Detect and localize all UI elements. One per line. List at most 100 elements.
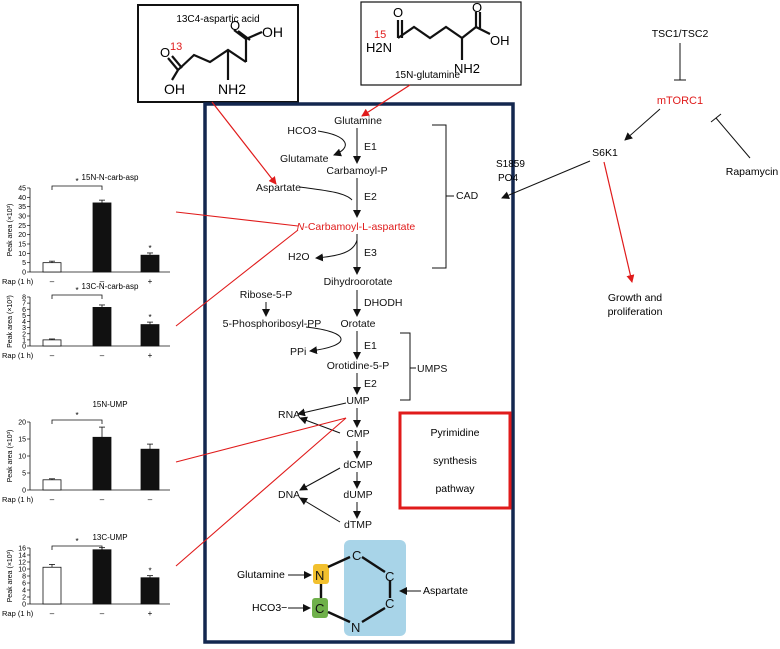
pathway-labels: Glutamine HCO3 E1 Glutamate Carbamoyl-P … [223,115,479,531]
y-tick-label: 6 [22,581,26,588]
bar [92,549,112,605]
y-tick-label: 15 [18,242,26,249]
y-tick-label: 4 [22,588,26,595]
category-label: – [100,495,105,504]
significance-bracket [51,185,103,190]
ring-glutamine-label: Glutamine [237,569,285,581]
y-tick-label: 20 [18,232,26,239]
dtmp-node: dTMP [344,519,372,531]
y-tick-label: 5 [22,313,26,320]
chart-title: 15N-N-carb-asp [82,173,139,182]
dihydroorotate-node: Dihydroorotate [324,276,393,288]
pathway-frame [203,102,515,644]
category-label: – [50,609,55,618]
h2o-node: H2O [288,251,310,263]
glutamine-oh: OH [490,33,510,48]
y-tick-label: 2 [22,595,26,602]
y-tick-label: 5 [22,260,26,267]
row-label: Rap (1 h) [2,351,34,360]
dcmp-node: dCMP [343,459,372,471]
rna-node: RNA [278,409,300,421]
glutamine-highlight [313,564,329,584]
glutamine-node: Glutamine [334,115,382,127]
n-italic: N [297,221,305,233]
category-label: + [148,609,153,618]
y-tick-label: 4 [22,319,26,326]
pyrimidine-ring: N C C C N C Glutamine HCO3− Aspartate [237,540,468,636]
mtorc1-label: mTORC1 [657,95,703,107]
glutamine-nh2: NH2 [454,61,480,76]
ring-atom-c4: C [315,601,324,616]
isotope-15-label: 15 [374,29,386,41]
growth-label-2: proliferation [608,306,663,318]
e3-enzyme: E3 [364,247,377,259]
tsc-label: TSC1/TSC2 [652,28,709,40]
rapamycin-label: Rapamycin [726,166,779,178]
aspartic-oh-right: OH [262,24,283,40]
umps-label: UMPS [417,363,447,375]
glutamine-o-left: O [393,5,403,20]
row-label: Rap (1 h) [2,495,34,504]
pyrimidine-pathway-box: Pyrimidine synthesis pathway [398,411,512,510]
row-label: Rap (1 h) [2,277,34,286]
n-carbamoyl-rest: -Carbamoyl-L-aspartate [304,221,415,233]
y-tick-label: 14 [18,553,26,560]
s1859-label: S1859 [496,159,525,170]
y-tick-label: 2 [22,331,26,338]
category-label: – [50,277,55,286]
category-label: – [50,351,55,360]
bracket-star: * [75,177,78,186]
y-tick-label: 25 [18,223,26,230]
y-tick-label: 35 [18,204,26,211]
y-tick-label: 30 [18,214,26,221]
category-label: + [148,351,153,360]
bar [140,577,160,605]
y-tick-label: 7 [22,301,26,308]
y-tick-label: 16 [18,546,26,553]
orotidine-node: Orotidine-5-P [327,360,389,372]
aspartic-o-right: O [230,18,240,33]
box-line-2: synthesis [433,455,477,467]
aspartic-acid-label: 13C4-aspartic acid [176,14,259,25]
y-tick-label: 15 [18,437,26,444]
y-tick-label: 8 [22,295,26,302]
ring-atom-c2: C [385,569,394,584]
ring-atom-n1: N [315,568,324,583]
dhodh-enzyme: DHODH [364,297,403,309]
ring-atom-n2: N [351,620,360,635]
e1-enzyme: E1 [364,141,377,153]
ring-hco3-label: HCO3− [252,602,287,614]
aspartic-acid-structure: 13C4-aspartic acid 13 O O OH OH NH2 [137,4,299,103]
y-tick-label: 0 [22,344,26,351]
aspartate-node: Aspartate [256,182,301,194]
bracket-star: * [75,537,78,546]
dump-node: dUMP [343,489,372,501]
glutamine-structure: O O 15 H2N OH NH2 15N-glutamine [360,0,522,86]
y-tick-label: 1 [22,337,26,344]
y-tick-label: 10 [18,567,26,574]
y-tick-label: 6 [22,307,26,314]
aspartic-o-left: O [160,45,170,60]
carbamoyl-p-node: Carbamoyl-P [326,165,387,177]
bar [140,254,160,273]
y-tick-label: 0 [22,488,26,495]
ppi-node: PPi [290,346,306,358]
growth-label-1: Growth and [608,292,662,304]
significance-bracket [51,294,103,299]
y-tick-label: 3 [22,325,26,332]
y-tick-label: 12 [18,560,26,567]
glutamate-node: Glutamate [280,153,329,165]
ump-node: UMP [346,395,369,407]
y-tick-label: 10 [18,251,26,258]
po4-label: PO4 [498,173,518,184]
glutamine-label: 15N-glutamine [395,70,460,81]
y-tick-label: 20 [18,420,26,427]
bar [140,324,160,347]
y-axis-label: Peak area (×10³) [7,550,14,603]
significance-star: * [148,567,151,576]
significance-star: * [148,313,151,322]
row-label: Rap (1 h) [2,609,34,618]
